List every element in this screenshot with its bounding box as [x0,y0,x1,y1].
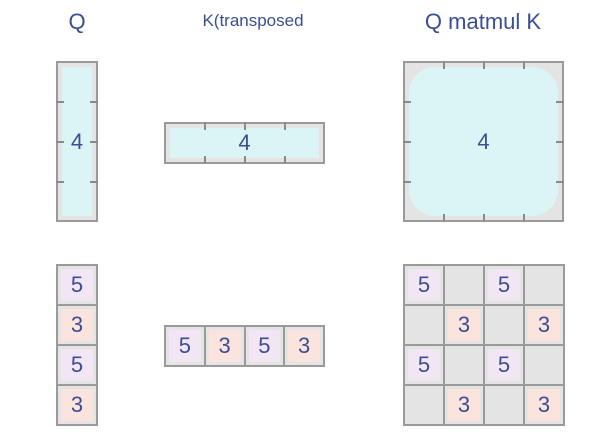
qk-cell [485,386,523,424]
tick [284,122,286,130]
qk-cell [445,266,483,304]
qk-cell: 5 [405,266,443,304]
tick [556,141,564,143]
q-cell: 5 [58,266,96,304]
qk-cell: 3 [445,386,483,424]
k-value: 5 [248,330,281,362]
tick [403,181,411,183]
k-value: 5 [169,330,201,362]
k-cell: 3 [205,327,244,365]
qk-cell: 3 [445,306,483,344]
qk-value: 3 [448,389,480,421]
tick [204,122,206,130]
tick [284,156,286,164]
tick [403,141,411,143]
qk-cell [445,346,483,384]
qk-cell [485,306,523,344]
qk-cell: 5 [485,266,523,304]
tick [483,214,485,222]
qk-value: 3 [448,309,480,341]
qk-cell [525,266,563,304]
k-vector: 5 3 5 3 [164,325,325,367]
q-title: Q [68,9,86,34]
q-value: 5 [61,349,93,381]
tick [204,156,206,164]
tick [523,61,525,69]
qk-cell [405,386,443,424]
k-cell: 5 [166,327,204,365]
tick [56,141,64,143]
qk-cell: 3 [525,306,563,344]
q-block-label: 4 [62,67,92,216]
tick [443,214,445,222]
q-value: 5 [61,269,93,301]
tick [90,181,98,183]
tick [56,101,64,103]
tick [244,122,246,130]
qk-value: 5 [488,349,520,381]
k-transposed-title: K(transposed [202,11,304,30]
k-cell: 5 [245,327,284,365]
k-block: 4 [164,122,325,164]
tick [90,101,98,103]
tick [90,141,98,143]
qk-value: 5 [488,269,520,301]
q-value: 3 [61,309,93,341]
q-vector: 5 3 5 3 [56,264,98,426]
tick [56,181,64,183]
tick [556,181,564,183]
k-value: 3 [208,330,241,362]
tick [523,214,525,222]
qk-cell: 5 [405,346,443,384]
qk-cell: 3 [525,386,563,424]
qk-block: 4 [403,61,564,222]
tick [403,101,411,103]
q-value: 3 [61,389,93,421]
q-cell: 3 [58,386,96,424]
qk-cell: 5 [485,346,523,384]
qk-matrix: 5 5 3 3 5 5 3 3 [403,264,565,426]
tick [483,61,485,69]
k-cell: 3 [285,327,323,365]
qk-value: 5 [408,269,440,301]
q-cell: 3 [58,306,96,344]
qk-cell [405,306,443,344]
qk-block-label: 4 [409,67,558,216]
q-block: 4 [56,61,98,222]
tick [556,101,564,103]
k-block-label: 4 [170,128,319,158]
tick [244,156,246,164]
qk-value: 3 [528,389,560,421]
q-cell: 5 [58,346,96,384]
tick [443,61,445,69]
qk-value: 3 [528,309,560,341]
k-value: 3 [288,330,320,362]
q-matmul-k-title: Q matmul K [424,9,542,34]
qk-value: 5 [408,349,440,381]
qk-cell [525,346,563,384]
